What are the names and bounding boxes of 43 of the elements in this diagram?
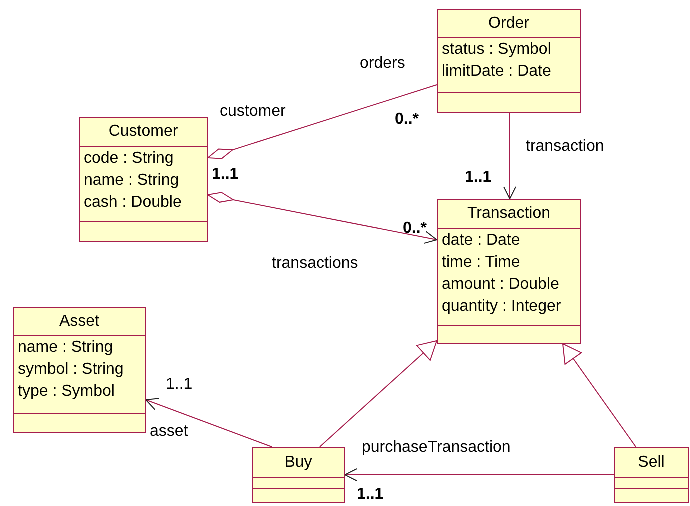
- attribute-text: time : Time: [442, 253, 522, 273]
- attribute-text: limitDate : Date: [442, 62, 552, 82]
- attribute-text: quantity : Integer: [442, 297, 562, 317]
- generalization-arrow: [320, 340, 438, 448]
- aggregation-line: [208, 84, 438, 160]
- multiplicity: 1..1: [465, 169, 492, 187]
- class-box: [79, 117, 208, 242]
- class-name: Asset: [59, 312, 100, 332]
- association-arrow: [504, 112, 516, 200]
- attribute-text: code : String: [84, 149, 175, 169]
- attribute-text: type : Symbol: [18, 382, 116, 402]
- class-box: [437, 9, 581, 113]
- class-name: Order: [488, 14, 530, 34]
- attribute-text: amount : Double: [442, 275, 560, 295]
- class-name: Customer: [108, 122, 178, 142]
- role-name: purchaseTransaction: [362, 439, 511, 457]
- multiplicity: 1..1: [357, 486, 384, 504]
- generalization-arrow: [562, 344, 636, 448]
- multiplicity: 1..1: [212, 166, 239, 184]
- class-box: [437, 199, 581, 344]
- class-name: Sell: [638, 452, 665, 472]
- role-name: transaction: [526, 138, 604, 156]
- aggregation-arrow: [208, 192, 438, 244]
- class-name: Transaction: [468, 204, 550, 224]
- attribute-text: date : Date: [442, 231, 522, 251]
- role-name: transactions: [272, 255, 358, 273]
- attribute-text: name : String: [84, 171, 180, 191]
- class-name: Buy: [284, 452, 312, 472]
- role-name: asset: [150, 423, 188, 441]
- association-arrow: [146, 398, 272, 448]
- multiplicity: 0..*: [395, 111, 420, 129]
- attribute-text: cash : Double: [84, 193, 183, 213]
- class-box: [614, 447, 689, 503]
- class-box: [13, 307, 146, 433]
- class-box: [252, 447, 345, 503]
- attribute-text: status : Symbol: [442, 40, 552, 60]
- multiplicity: 1..1: [166, 376, 193, 394]
- association-arrow: [344, 468, 614, 482]
- role-name: orders: [360, 55, 406, 73]
- role-name: customer: [220, 103, 286, 121]
- multiplicity: 0..*: [403, 220, 428, 238]
- attribute-text: name : String: [18, 338, 114, 358]
- attribute-text: symbol : String: [18, 360, 125, 380]
